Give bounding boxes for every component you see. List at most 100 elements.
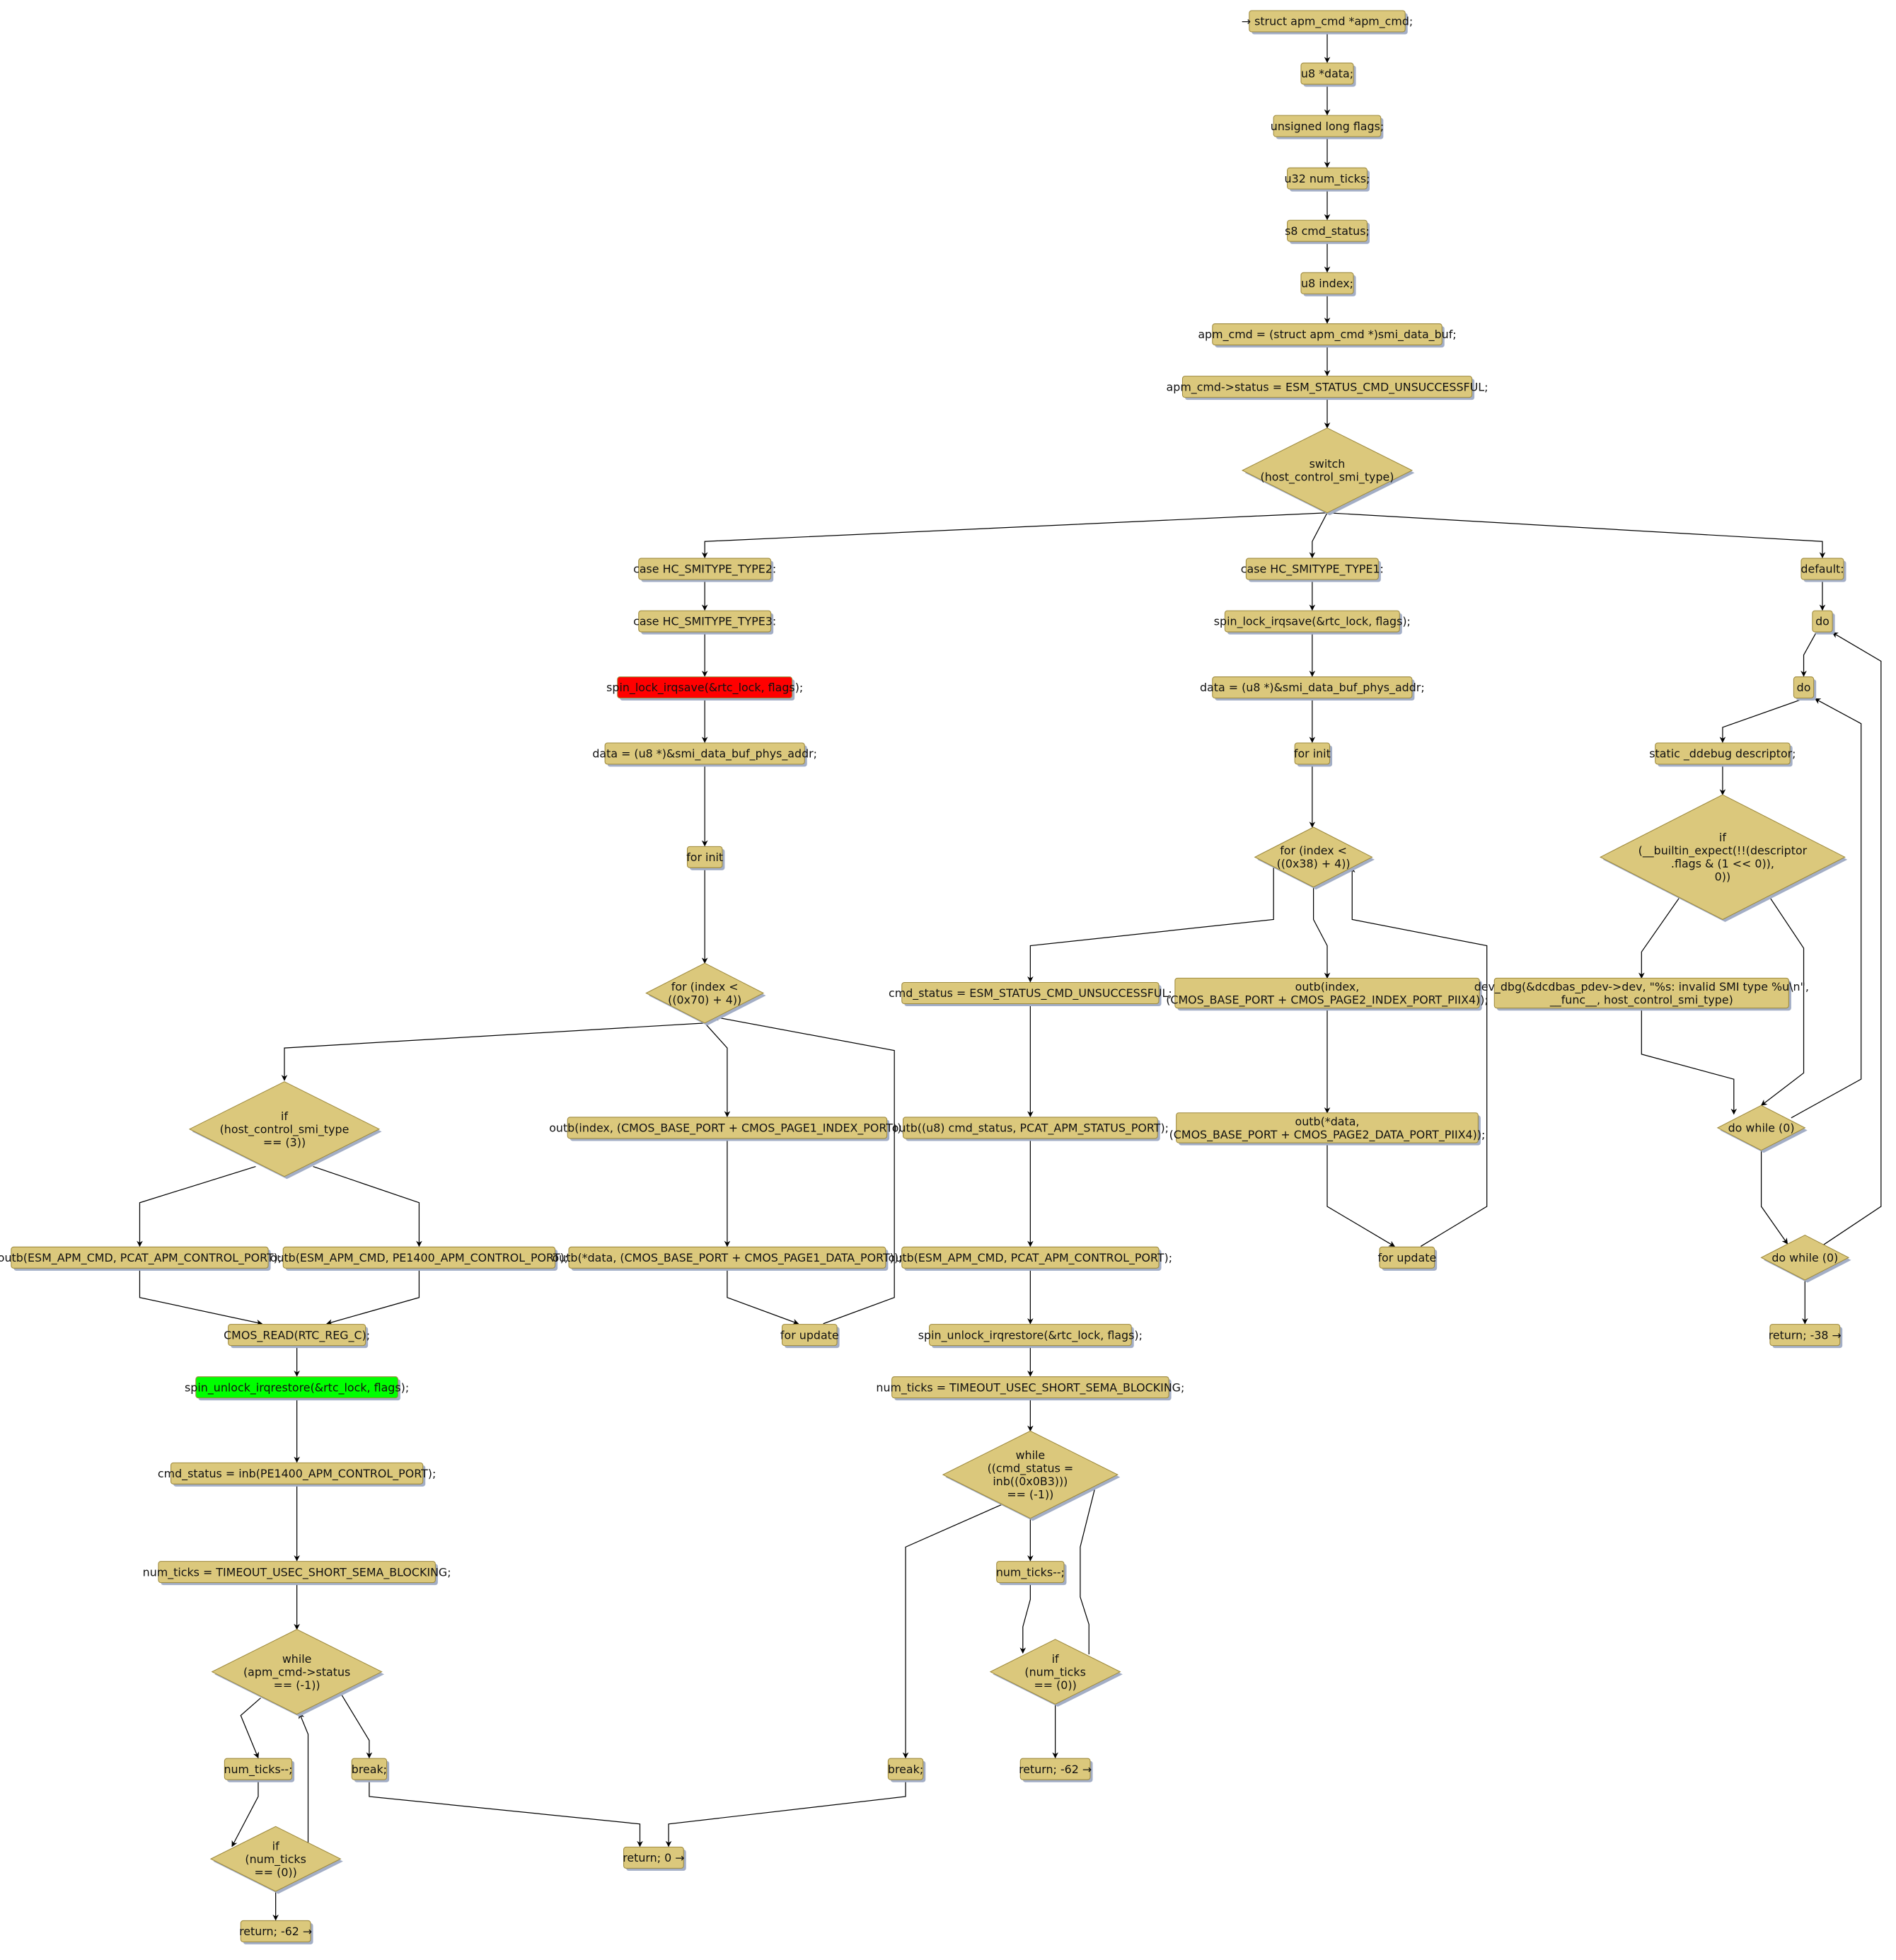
decision-node-lif[interactable]: if(host_control_smi_type== (3)) [188, 1081, 382, 1180]
node-label-line: data = (u8 *)&smi_data_buf_phys_addr; [1200, 681, 1425, 695]
decision-node-mif[interactable]: if(num_ticks== (0)) [989, 1639, 1123, 1707]
decision-node-mwh[interactable]: while((cmd_status =inb((0x0B3)))== (-1)) [942, 1430, 1121, 1521]
statement-node-lo2[interactable]: outb(ESM_APM_CMD, PE1400_APM_CONTROL_POR… [270, 1246, 568, 1271]
node-label: spin_unlock_irqrestore(&rtc_lock, flags)… [185, 1380, 409, 1395]
statement-node-lb1[interactable]: outb(index, (CMOS_BASE_PORT + CMOS_PAGE1… [549, 1117, 906, 1141]
statement-node-mc1[interactable]: cmd_status = ESM_STATUS_CMD_UNSUCCESSFUL… [889, 981, 1172, 1007]
statement-node-n4[interactable]: u32 num_ticks; [1285, 167, 1370, 192]
decision-node-rif[interactable]: if(__builtin_expect(!!(descriptor.flags … [1599, 794, 1848, 923]
statement-node-ret0[interactable]: return; 0 → [623, 1846, 686, 1871]
flow-arrow [1719, 698, 1804, 743]
node-label: switch(host_control_smi_type) [1261, 457, 1394, 485]
statement-node-lo1[interactable]: outb(ESM_APM_CMD, PCAT_APM_CONTROL_PORT)… [0, 1246, 282, 1271]
statement-node-lun[interactable]: spin_unlock_irqrestore(&rtc_lock, flags)… [185, 1376, 409, 1401]
statement-node-mc5[interactable]: num_ticks = TIMEOUT_USEC_SHORT_SEMA_BLOC… [876, 1376, 1184, 1401]
node-label-line: do while (0) [1771, 1251, 1838, 1264]
statement-node-lret[interactable]: return; -62 → [239, 1920, 313, 1944]
node-shape [638, 558, 772, 580]
statement-node-r4[interactable]: static _ddebug descriptor; [1649, 742, 1796, 767]
statement-node-mc4[interactable]: spin_unlock_irqrestore(&rtc_lock, flags)… [918, 1324, 1143, 1349]
statement-node-mret[interactable]: return; -62 → [1019, 1758, 1093, 1782]
statement-node-l3[interactable]: spin_lock_irqsave(&rtc_lock, flags); [606, 676, 803, 701]
statement-node-n1[interactable]: → struct apm_cmd *apm_cmd; [1242, 10, 1413, 35]
node-label: data = (u8 *)&smi_data_buf_phys_addr; [592, 747, 817, 761]
node-label-line: ((cmd_status = [988, 1461, 1074, 1475]
statement-node-m2[interactable]: spin_lock_irqsave(&rtc_lock, flags); [1214, 610, 1411, 635]
node-label-line: apm_cmd = (struct apm_cmd *)smi_data_buf… [1198, 328, 1456, 342]
statement-node-mc3[interactable]: outb(ESM_APM_CMD, PCAT_APM_CONTROL_PORT)… [889, 1246, 1172, 1271]
decision-node-mfor[interactable]: for (index <((0x38) + 4)) [1254, 826, 1375, 890]
statement-node-rret[interactable]: return; -38 → [1769, 1324, 1843, 1349]
node-label: u32 num_ticks; [1285, 172, 1370, 186]
statement-node-lb2[interactable]: outb(*data, (CMOS_BASE_PORT + CMOS_PAGE1… [552, 1246, 902, 1271]
statement-node-n7[interactable]: apm_cmd = (struct apm_cmd *)smi_data_buf… [1198, 323, 1457, 348]
node-label-line: == (-1)) [274, 1678, 320, 1692]
flow-arrow [704, 1022, 731, 1117]
node-shape [1224, 610, 1400, 633]
decision-node-lfor[interactable]: for (index <((0x70) + 4)) [645, 962, 766, 1026]
node-label-line: (CMOS_BASE_PORT + CMOS_PAGE2_INDEX_PORT_… [1166, 993, 1489, 1007]
node-label: for init [1294, 747, 1331, 761]
node-label-line: if [1719, 831, 1726, 844]
statement-node-m1[interactable]: case HC_SMITYPE_TYPE1: [1241, 558, 1384, 582]
statement-node-lcm[interactable]: CMOS_READ(RTC_REG_C); [224, 1324, 370, 1349]
statement-node-lbr[interactable]: break; [351, 1758, 390, 1782]
node-label: cmd_status = ESM_STATUS_CMD_UNSUCCESSFUL… [889, 986, 1172, 1001]
node-label: for update [780, 1328, 839, 1342]
decision-node-lif2[interactable]: if(num_ticks== (0)) [209, 1826, 343, 1894]
statement-node-n5[interactable]: s8 cmd_status; [1285, 219, 1370, 244]
statement-node-l4[interactable]: data = (u8 *)&smi_data_buf_phys_addr; [592, 742, 817, 767]
statement-node-mbr[interactable]: break; [887, 1758, 926, 1782]
node-label: for init [686, 851, 723, 864]
statement-node-l2[interactable]: case HC_SMITYPE_TYPE3: [633, 610, 776, 635]
statement-node-m4[interactable]: for init [1294, 742, 1333, 767]
node-label-line: if [1052, 1652, 1059, 1666]
statement-node-rdbg[interactable]: dev_dbg(&dcdbas_pdev->dev, "%s: invalid … [1474, 977, 1809, 1011]
node-label: outb(ESM_APM_CMD, PE1400_APM_CONTROL_POR… [270, 1251, 568, 1265]
statement-node-n2[interactable]: u8 *data; [1300, 62, 1356, 87]
statement-node-r3[interactable]: do [1793, 676, 1817, 701]
node-shape [224, 1758, 293, 1780]
node-shape [567, 1117, 888, 1139]
node-shape [887, 1758, 924, 1780]
statement-node-mupd[interactable]: for update [1377, 1246, 1438, 1271]
node-label: case HC_SMITYPE_TYPE2: [633, 563, 776, 577]
node-label: spin_lock_irqsave(&rtc_lock, flags); [1214, 615, 1411, 629]
statement-node-n6[interactable]: u8 index; [1300, 272, 1356, 296]
node-shape [1769, 1324, 1841, 1347]
node-shape [209, 1826, 342, 1892]
decision-node-sw[interactable]: switch(host_control_smi_type) [1241, 427, 1415, 516]
statement-node-mb2[interactable]: outb(*data,(CMOS_BASE_PORT + CMOS_PAGE2_… [1169, 1112, 1486, 1146]
statement-node-l1[interactable]: case HC_SMITYPE_TYPE2: [633, 558, 776, 582]
node-label: num_ticks = TIMEOUT_USEC_SHORT_SEMA_BLOC… [876, 1380, 1184, 1395]
flow-arrow [1019, 1583, 1031, 1654]
node-label: return; -62 → [239, 1925, 312, 1938]
decision-node-rdw1[interactable]: do while (0) [1716, 1105, 1808, 1153]
statement-node-ldec[interactable]: num_ticks--; [224, 1758, 295, 1782]
statement-node-r2[interactable]: do [1812, 610, 1835, 635]
statement-node-lcs[interactable]: cmd_status = inb(PE1400_APM_CONTROL_PORT… [158, 1462, 436, 1487]
node-shape [617, 676, 793, 699]
node-label: num_ticks--; [996, 1565, 1065, 1579]
statement-node-n8[interactable]: apm_cmd->status = ESM_STATUS_CMD_UNSUCCE… [1167, 376, 1489, 400]
statement-node-l5[interactable]: for init [686, 846, 725, 870]
decision-node-rdw2[interactable]: do while (0) [1760, 1234, 1851, 1283]
statement-node-r1[interactable]: default: [1800, 558, 1846, 582]
node-shape [1273, 115, 1382, 137]
statement-node-mb1[interactable]: outb(index,(CMOS_BASE_PORT + CMOS_PAGE2_… [1166, 977, 1489, 1011]
node-label: return; -62 → [1019, 1763, 1092, 1776]
node-label: case HC_SMITYPE_TYPE1: [1241, 563, 1384, 577]
node-label-line: static _ddebug descriptor; [1649, 747, 1796, 761]
statement-node-lupd[interactable]: for update [780, 1324, 840, 1349]
decision-node-lwh[interactable]: while(apm_cmd->status== (-1)) [211, 1629, 385, 1717]
statement-node-mdec[interactable]: num_ticks--; [996, 1561, 1067, 1586]
node-label-line: num_ticks--; [996, 1565, 1065, 1579]
node-label: → struct apm_cmd *apm_cmd; [1242, 15, 1413, 29]
statement-node-lnt[interactable]: num_ticks = TIMEOUT_USEC_SHORT_SEMA_BLOC… [143, 1561, 451, 1586]
statement-node-m3[interactable]: data = (u8 *)&smi_data_buf_phys_addr; [1200, 676, 1425, 701]
node-label-line: outb(*data, [1295, 1114, 1360, 1128]
node-label: break; [352, 1763, 387, 1776]
statement-node-mc2[interactable]: outb((u8) cmd_status, PCAT_APM_STATUS_PO… [892, 1117, 1169, 1141]
statement-node-n3[interactable]: unsigned long flags; [1271, 115, 1384, 139]
